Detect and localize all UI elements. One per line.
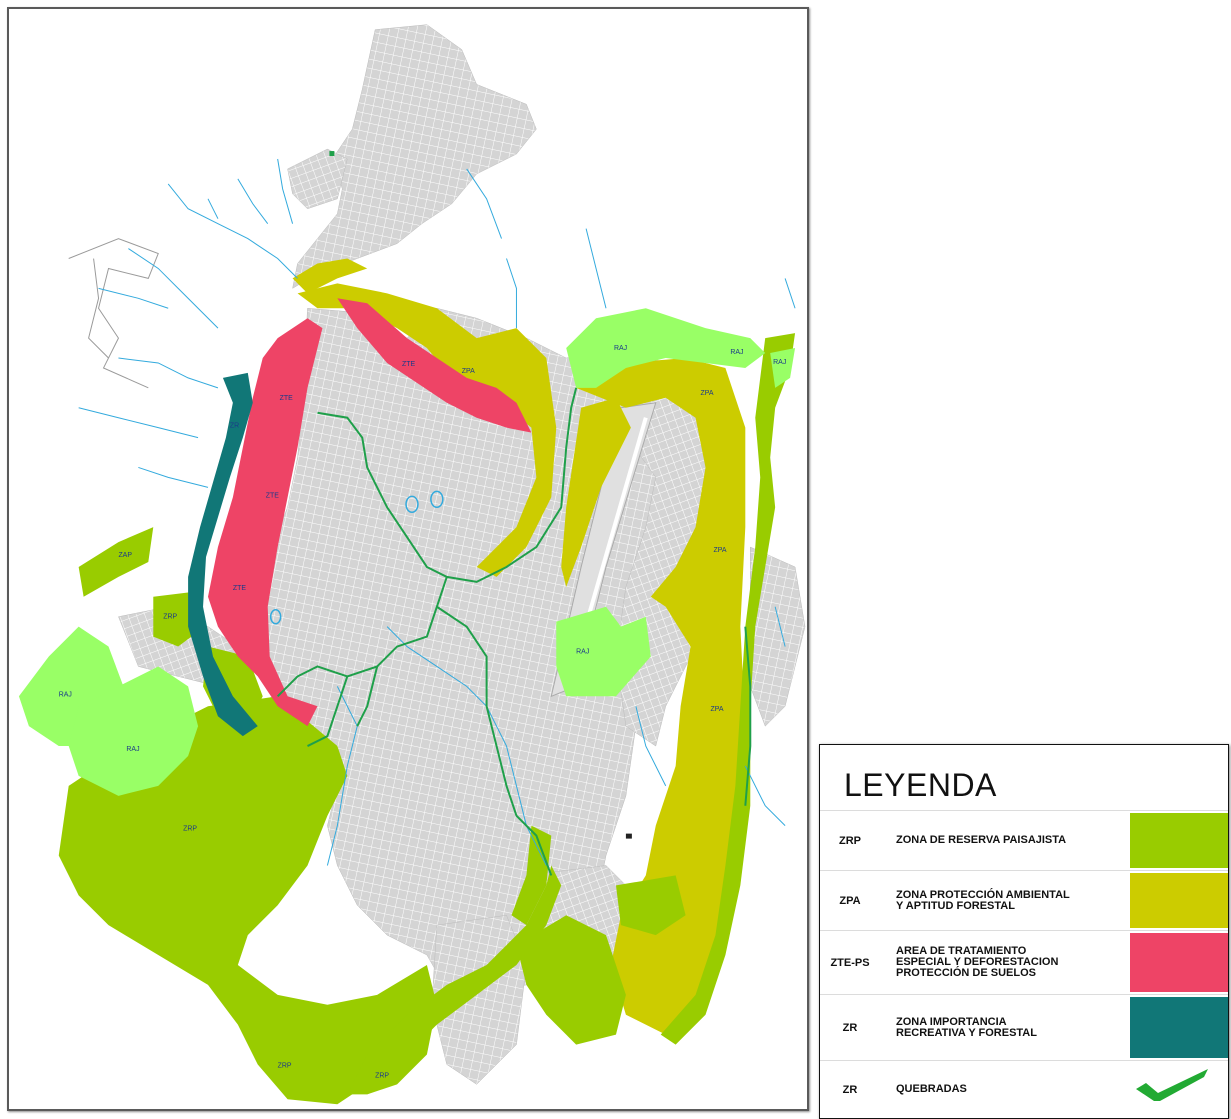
green-check-icon bbox=[1136, 1069, 1208, 1101]
legend-swatch-zrp bbox=[1130, 813, 1228, 868]
legend-swatch-zpa bbox=[1130, 873, 1228, 928]
stadium-marker bbox=[269, 608, 282, 625]
zrp-zone-south-right bbox=[516, 915, 626, 1045]
zone-label: RAJ bbox=[773, 359, 786, 366]
zone-labels: ZAP ZRP RAJ RAJ ZRP ZRP ZRP RAJ RAJ RAJ … bbox=[59, 345, 787, 1079]
legend-description: ZONA DE RESERVA PAISAJISTA bbox=[896, 834, 1067, 846]
legend-description: ZONA PROTECCIÓN AMBIENTAL Y APTITUD FORE… bbox=[896, 888, 1070, 912]
zone-label: RAJ bbox=[126, 746, 139, 753]
zrp-zone-east-strip bbox=[660, 333, 796, 1045]
zpa-zone-northwest bbox=[292, 258, 368, 294]
urban-area-north-small bbox=[287, 148, 348, 210]
legend-description: QUEBRADAS bbox=[896, 1083, 967, 1095]
map-frame: ZAP ZRP RAJ RAJ ZRP ZRP ZRP RAJ RAJ RAJ … bbox=[7, 7, 809, 1111]
legend-description: AREA DE TRATAMIENTO ESPECIAL Y DEFORESTA… bbox=[896, 945, 1059, 979]
raj-zone-northeast bbox=[566, 308, 766, 388]
city-zoning-map: ZAP ZRP RAJ RAJ ZRP ZRP ZRP RAJ RAJ RAJ … bbox=[18, 24, 806, 1105]
zpa-zone-east bbox=[576, 358, 746, 1035]
zone-label: ZRP bbox=[183, 826, 197, 833]
zte-ps-zone-west bbox=[208, 318, 323, 727]
legend-description: ZONA IMPORTANCIA RECREATIVA Y FORESTAL bbox=[896, 1015, 1037, 1039]
legend-swatch-zte-ps bbox=[1130, 933, 1228, 992]
legend-code: ZRP bbox=[839, 834, 861, 847]
zone-label: ZPA bbox=[462, 368, 475, 375]
ravines bbox=[276, 387, 752, 876]
raj-zone-southwest bbox=[68, 666, 199, 796]
zone-label: ZPA bbox=[701, 390, 714, 397]
zrp-zone-south-strip bbox=[347, 865, 562, 1095]
zone-label: RAJ bbox=[614, 345, 627, 352]
zrp-zone-small-southeast bbox=[615, 875, 686, 936]
zone-label: RAJ bbox=[730, 349, 743, 356]
landmark-marker bbox=[329, 151, 335, 157]
legend-code: ZPA bbox=[839, 894, 861, 907]
zone-label: ZRP bbox=[278, 1062, 292, 1069]
zr-zone-west bbox=[188, 372, 258, 737]
zone-label: ZTE bbox=[233, 585, 246, 592]
zrp-zone-west-square bbox=[153, 591, 199, 647]
legend-swatch-zr bbox=[1130, 997, 1228, 1058]
zone-label: ZTE bbox=[280, 395, 293, 402]
zte-ps-zone-north bbox=[337, 298, 532, 433]
legend-code: ZR bbox=[842, 1021, 858, 1034]
zone-label: ZPA bbox=[713, 547, 726, 554]
legend-item-zte-ps: ZTE-PS AREA DE TRATAMIENTO ESPECIAL Y DE… bbox=[820, 930, 1228, 994]
legend-item-zrp: ZRP ZONA DE RESERVA PAISAJISTA bbox=[820, 810, 1228, 870]
raj-zone-airport bbox=[556, 606, 651, 697]
zrp-zone-southwest bbox=[58, 696, 388, 1105]
legend-item-quebradas: ZR QUEBRADAS bbox=[820, 1060, 1228, 1118]
landmark-marker bbox=[625, 833, 632, 839]
zpa-zone-east-inner bbox=[561, 397, 631, 587]
zone-label: RAJ bbox=[576, 649, 589, 656]
legend-item-zr: ZR ZONA IMPORTANCIA RECREATIVA Y FORESTA… bbox=[820, 994, 1228, 1060]
zone-label: ZRP bbox=[163, 614, 177, 621]
legend-item-zpa: ZPA ZONA PROTECCIÓN AMBIENTAL Y APTITUD … bbox=[820, 870, 1228, 930]
legend-title: LEYENDA bbox=[844, 767, 997, 803]
stadium-marker bbox=[405, 495, 419, 513]
zone-label: ZRP bbox=[375, 1072, 389, 1079]
stadium-marker bbox=[430, 490, 444, 509]
zone-label: ZPA bbox=[710, 706, 723, 713]
legend-code: ZTE-PS bbox=[830, 956, 870, 969]
zone-label: ZAP bbox=[118, 552, 132, 559]
zrp-zone-west-small bbox=[78, 527, 154, 597]
boundary-line bbox=[68, 238, 159, 389]
raj-zone-far-northeast bbox=[770, 348, 796, 388]
legend-panel: LEYENDA ZRP ZONA DE RESERVA PAISAJISTA Z… bbox=[819, 744, 1229, 1119]
zpa-zone-north bbox=[297, 283, 557, 577]
zone-label: ZR bbox=[230, 423, 239, 430]
zone-label: RAJ bbox=[59, 691, 72, 698]
zone-label: ZTE bbox=[402, 361, 415, 368]
zone-label: ZTE bbox=[266, 492, 279, 499]
boundary-line bbox=[88, 258, 109, 359]
legend-code: ZR bbox=[842, 1083, 858, 1096]
